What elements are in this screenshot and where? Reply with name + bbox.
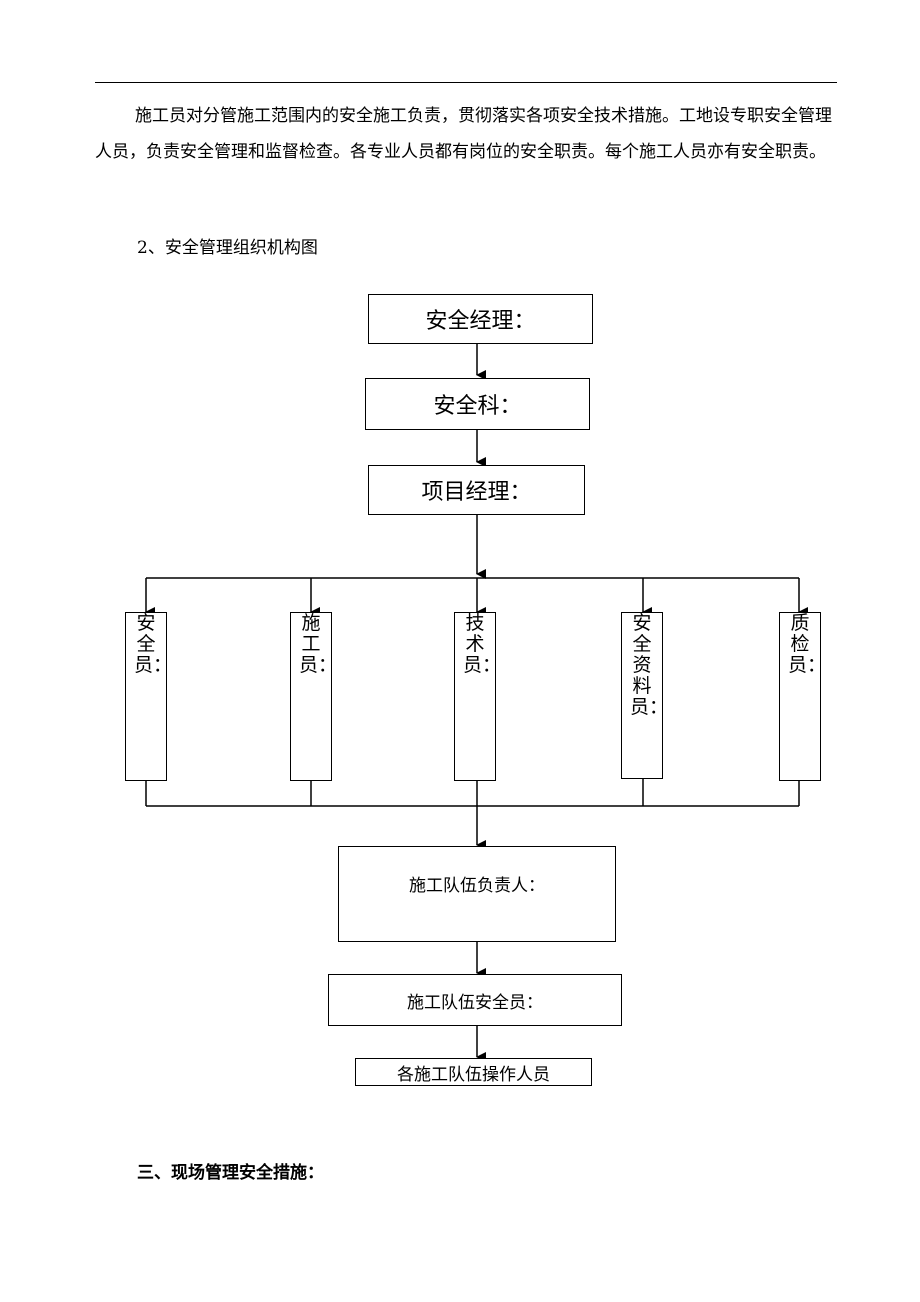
safety-dept-box: 安全科： xyxy=(365,378,590,430)
role-box-technician: 技术员： xyxy=(454,612,502,781)
intro-paragraph: 施工员对分管施工范围内的安全施工负责，贯彻落实各项安全技术措施。工地设专职安全管… xyxy=(95,98,837,170)
role-label-quality-inspector: 质检员： xyxy=(788,612,827,676)
role-label-safety-officer: 安全员： xyxy=(134,612,173,676)
intro-text: 施工员对分管施工范围内的安全施工负责，贯彻落实各项安全技术措施。工地设专职安全管… xyxy=(95,106,832,162)
role-label-safety-records: 安全资料员： xyxy=(630,612,669,718)
role-box-safety-records: 安全资料员： xyxy=(621,612,669,779)
role-box-quality-inspector: 质检员： xyxy=(779,612,827,781)
org-chart-heading: 2、安全管理组织机构图 xyxy=(137,238,318,258)
role-label-construction-officer: 施工员： xyxy=(299,612,338,676)
safety-dept-label: 安全科： xyxy=(433,394,522,419)
safety-manager-label: 安全经理： xyxy=(425,309,536,334)
role-label-technician: 技术员： xyxy=(463,612,502,676)
team-safety-box: 施工队伍安全员： xyxy=(328,974,622,1026)
team-safety-label: 施工队伍安全员： xyxy=(407,992,543,1013)
project-manager-box: 项目经理： xyxy=(368,465,585,515)
team-leader-box: 施工队伍负责人： xyxy=(338,846,616,942)
workers-box: 各施工队伍操作人员 xyxy=(355,1058,592,1086)
workers-label: 各施工队伍操作人员 xyxy=(397,1064,550,1085)
role-box-safety-officer: 安全员： xyxy=(125,612,173,781)
safety-manager-box: 安全经理： xyxy=(368,294,593,344)
team-leader-label: 施工队伍负责人： xyxy=(409,876,545,896)
section-three-heading: 三、现场管理安全措施： xyxy=(137,1163,324,1183)
header-rule xyxy=(95,82,837,83)
project-manager-label: 项目经理： xyxy=(421,480,532,505)
role-box-construction-officer: 施工员： xyxy=(290,612,338,781)
